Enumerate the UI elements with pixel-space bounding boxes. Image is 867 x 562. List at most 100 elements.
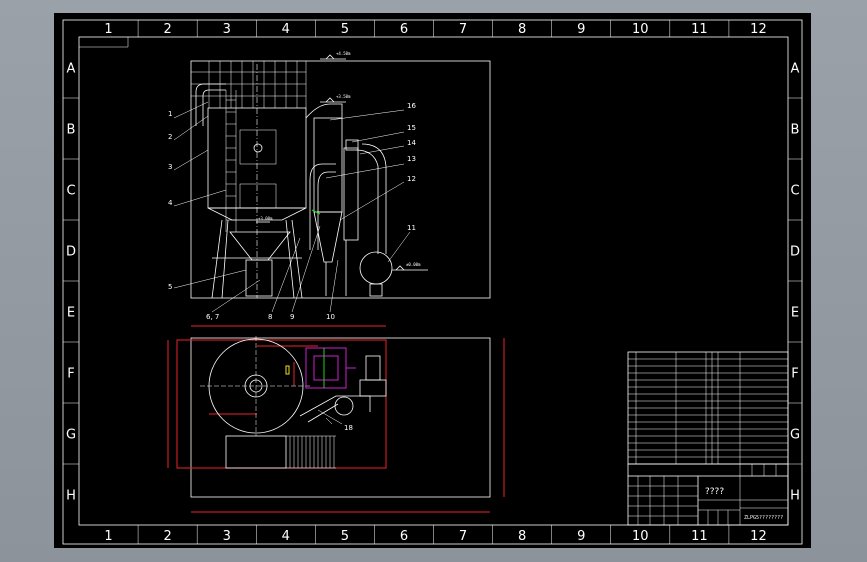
plan-duct <box>299 395 371 417</box>
column-label: 1 <box>104 22 112 37</box>
column-label: 9 <box>577 529 585 544</box>
column-label: 2 <box>163 529 171 544</box>
level-mark-1: +4.50m <box>320 51 351 60</box>
label-16: 16 <box>407 102 416 110</box>
fan-duct-outer <box>361 143 387 254</box>
row-label: H <box>66 489 76 504</box>
filter-head <box>345 139 359 151</box>
row-label: B <box>791 123 800 138</box>
elevation-view[interactable]: +4.50m +3.50m ±0.00m +3.00m <box>168 51 491 321</box>
label-6-7: 6, 7 <box>206 313 219 321</box>
inlet-duct-inner <box>202 89 226 126</box>
row-label: G <box>790 428 800 443</box>
row-label: F <box>67 367 74 382</box>
label-12: 12 <box>407 175 416 183</box>
label-17: 18 <box>344 424 353 432</box>
label-2: 2 <box>168 133 172 141</box>
column-ticks <box>137 20 730 544</box>
column-label: 2 <box>163 22 171 37</box>
label-11: 11 <box>407 224 416 232</box>
parts-rows <box>628 358 788 458</box>
column-label: 8 <box>518 22 526 37</box>
column-label: 7 <box>459 529 467 544</box>
level-mark-3: ±0.00m <box>392 262 428 271</box>
fan-base <box>359 379 387 397</box>
marker <box>285 365 290 375</box>
drawing-number: ZLPG5???????? <box>744 515 783 521</box>
column-label: 8 <box>518 529 526 544</box>
row-ticks <box>63 97 802 465</box>
parts-columns <box>635 352 741 464</box>
level-mark-2: +3.50m <box>320 94 351 103</box>
heater-duct-inner <box>313 355 339 381</box>
inlet-duct <box>195 83 226 126</box>
label-10: 10 <box>326 313 335 321</box>
parts-list[interactable] <box>627 351 789 465</box>
row-label: A <box>67 62 76 77</box>
row-label: B <box>67 123 76 138</box>
row-label: H <box>790 489 800 504</box>
return-duct <box>309 163 336 250</box>
column-label: 3 <box>223 529 231 544</box>
label-5: 5 <box>168 283 172 291</box>
title-grid-right <box>707 464 777 525</box>
title-grid-left <box>628 476 698 525</box>
column-label: 3 <box>223 22 231 37</box>
title-block[interactable]: ???? ZLPG5???????? <box>627 463 789 526</box>
column-label: 6 <box>400 529 408 544</box>
drawing-sheet <box>54 13 811 548</box>
return-duct-inner <box>317 171 336 250</box>
ladder <box>225 90 237 232</box>
damper-mark <box>311 209 321 215</box>
svg-text:+3.50m: +3.50m <box>336 94 351 99</box>
support-legs <box>211 219 303 299</box>
label-3: 3 <box>168 163 172 171</box>
leader-lines <box>173 101 411 313</box>
column-label: 7 <box>459 22 467 37</box>
fan-duct <box>355 149 379 254</box>
collector-box <box>245 259 273 297</box>
outer-border <box>62 19 803 545</box>
leader-18 <box>325 417 333 425</box>
cyclone-cone <box>313 211 343 263</box>
column-label: 10 <box>632 529 649 544</box>
label-9: 9 <box>290 313 294 321</box>
plan-frame <box>190 337 491 498</box>
column-label: 12 <box>750 529 767 544</box>
column-label: 12 <box>750 22 767 37</box>
column-label: 1 <box>104 529 112 544</box>
row-label: C <box>66 184 75 199</box>
column-label: 10 <box>632 22 649 37</box>
plan-view[interactable]: 18 <box>167 325 505 513</box>
label-13: 13 <box>407 155 416 163</box>
bag-filter <box>343 147 359 241</box>
row-label: G <box>66 428 76 443</box>
row-label: C <box>790 184 799 199</box>
label-15: 15 <box>407 124 416 132</box>
column-label: 4 <box>282 529 290 544</box>
svg-text:±0.00m: ±0.00m <box>406 262 421 267</box>
row-label: D <box>790 245 800 260</box>
column-label: 11 <box>691 22 708 37</box>
row-label: A <box>791 62 800 77</box>
row-label: E <box>67 306 75 321</box>
label-14: 14 <box>407 139 416 147</box>
column-label: 9 <box>577 22 585 37</box>
column-label: 6 <box>400 22 408 37</box>
fan-motor <box>369 283 383 297</box>
row-label: F <box>791 367 798 382</box>
label-1: 1 <box>168 110 172 118</box>
stair-treads <box>286 435 336 469</box>
label-4: 4 <box>168 199 173 207</box>
lower-window <box>239 183 277 209</box>
column-label: 11 <box>691 529 708 544</box>
drawing-title: ???? <box>705 487 724 497</box>
column-label: 5 <box>341 22 349 37</box>
column-label: 4 <box>282 22 290 37</box>
